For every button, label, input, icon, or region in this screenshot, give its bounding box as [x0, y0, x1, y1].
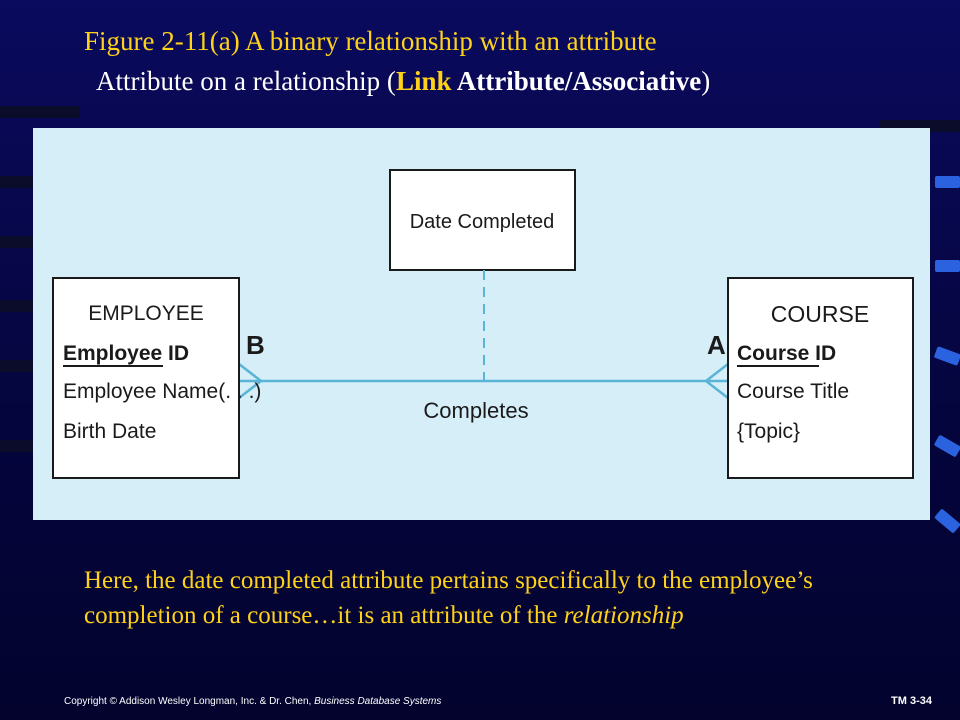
decor-stripe: [0, 300, 36, 312]
crows-foot-right-icon: [703, 363, 729, 399]
subtitle-prefix: Attribute on a relationship (: [96, 66, 396, 96]
slide-number: TM 3-34: [891, 695, 932, 707]
explanation-main: Here, the date completed attribute perta…: [84, 567, 813, 629]
employee-attribute: Employee Name(. . .): [63, 380, 261, 403]
course-entity-box: [727, 277, 914, 479]
decor-bar: [935, 260, 960, 272]
course-attribute: Course Title: [737, 380, 849, 403]
employee-attribute: Birth Date: [63, 420, 156, 443]
decor-bar: [935, 176, 960, 188]
crows-foot-left-icon: [238, 363, 264, 399]
decor-bar: [933, 346, 960, 366]
role-left: B: [246, 330, 265, 360]
book-title: Business Database Systems: [314, 696, 442, 707]
er-diagram-panel: Date Completed Completes B A EMPLOYEE Em…: [33, 128, 930, 520]
decor-bar: [934, 508, 960, 534]
decor-stripe: [0, 360, 36, 372]
employee-entity-box: [52, 277, 240, 479]
attribute-box-label: Date Completed: [410, 211, 555, 233]
footer-copyright: Copyright © Addison Wesley Longman, Inc.…: [64, 696, 441, 707]
explanation-italic-word: relationship: [563, 602, 684, 629]
decor-stripe: [0, 440, 36, 452]
subtitle-suffix: ): [701, 66, 711, 96]
employee-identifier: Employee ID: [63, 342, 189, 365]
role-right: A: [707, 330, 726, 360]
er-diagram: Date Completed Completes B A EMPLOYEE Em…: [52, 169, 914, 479]
course-entity-name: COURSE: [771, 301, 869, 327]
course-attribute: {Topic}: [737, 420, 800, 443]
subtitle-bold-part: Attribute/Associative: [451, 66, 702, 96]
copyright-text: Copyright © Addison Wesley Longman, Inc.…: [64, 696, 315, 707]
decor-stripe: [0, 236, 36, 248]
slide-subtitle: Attribute on a relationship (Link Attrib…: [96, 66, 710, 97]
slide-title: Figure 2-11(a) A binary relationship wit…: [84, 26, 657, 56]
decor-stripe: [0, 106, 80, 118]
subtitle-link-word: Link: [395, 66, 452, 96]
course-identifier: Course ID: [737, 342, 836, 365]
relationship-label: Completes: [423, 398, 528, 423]
attribute-box: [389, 169, 576, 271]
decor-bar: [933, 434, 960, 458]
employee-entity-name: EMPLOYEE: [88, 302, 204, 325]
explanation-text: Here, the date completed attribute perta…: [84, 563, 894, 633]
decor-stripe: [0, 176, 36, 188]
